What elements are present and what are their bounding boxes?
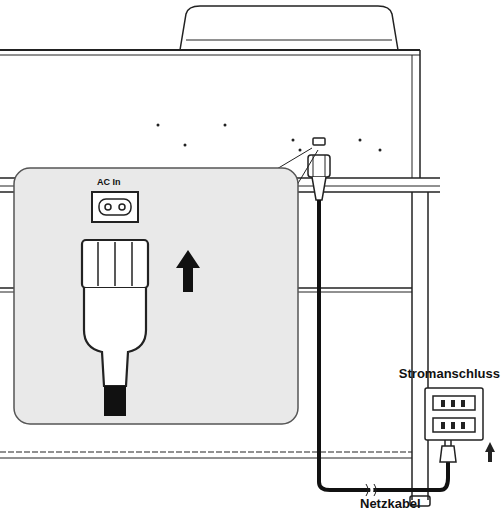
cable-label: Netzkabel (360, 496, 421, 511)
outlet-label: Stromanschluss (399, 366, 500, 381)
socket-label: AC In (97, 177, 121, 187)
